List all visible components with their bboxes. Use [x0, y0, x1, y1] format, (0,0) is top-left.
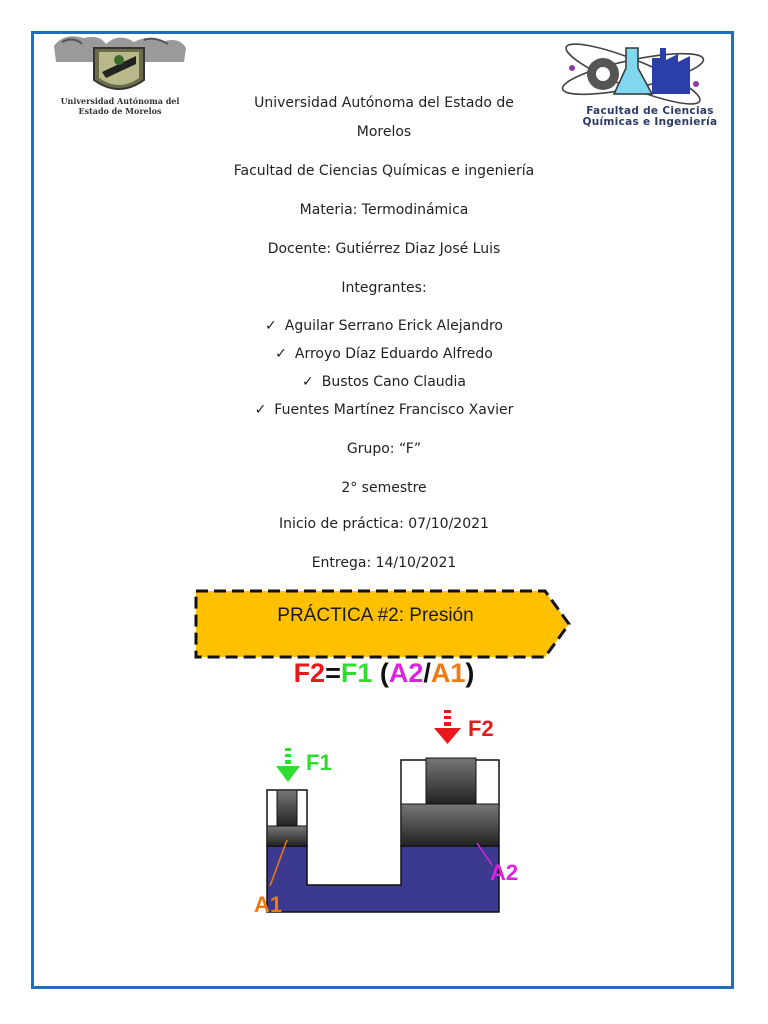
f2-arrow-icon	[434, 710, 461, 744]
check-mark-icon: ✓	[275, 346, 287, 362]
member-item: ✓Bustos Cano Claudia	[301, 374, 467, 390]
label-f1: F1	[306, 750, 332, 775]
fcqei-logo	[561, 43, 705, 105]
practice-title: PRÁCTICA #2: Presión	[277, 605, 474, 626]
small-piston	[266, 825, 308, 847]
hydraulic-press-diagram: F1 F2 A1 A2	[254, 710, 518, 917]
member-item: ✓Fuentes Martínez Francisco Xavier	[254, 402, 514, 418]
check-mark-icon: ✓	[301, 374, 314, 390]
semester: 2° semestre	[341, 480, 427, 496]
faculty-name: Facultad de Ciencias Químicas e ingenier…	[233, 163, 535, 179]
page-border	[31, 31, 734, 989]
fcqei-logo-caption: Facultad de Ciencias Químicas e Ingenier…	[582, 105, 718, 128]
subject: Materia: Termodinámica	[299, 202, 469, 218]
delivery-date: Entrega: 14/10/2021	[311, 555, 457, 571]
label-a2: A2	[490, 860, 518, 885]
uaem-shield-logo	[54, 36, 186, 90]
uaem-logo-caption: Universidad Autónoma del Estado de Morel…	[60, 96, 180, 116]
practice-title-banner	[194, 589, 571, 659]
group: Grupo: “F”	[346, 441, 422, 457]
university-name-line2: Morelos	[356, 124, 412, 140]
start-date: Inicio de práctica: 07/10/2021	[279, 516, 489, 532]
label-a1: A1	[254, 892, 282, 917]
university-name-line1: Universidad Autónoma del Estado de	[254, 95, 514, 111]
check-mark-icon: ✓	[265, 318, 277, 334]
check-mark-icon: ✓	[254, 402, 267, 418]
member-item: ✓Aguilar Serrano Erick Alejandro	[265, 318, 503, 334]
pascal-formula: F2=F1 (A2/A1)	[293, 658, 475, 688]
f1-arrow-icon	[276, 748, 300, 782]
label-f2: F2	[468, 716, 494, 741]
teacher: Docente: Gutiérrez Diaz José Luis	[267, 241, 501, 257]
member-item: ✓Arroyo Díaz Eduardo Alfredo	[275, 346, 493, 362]
large-piston	[400, 803, 500, 847]
hydraulic-fluid	[266, 845, 500, 913]
members-heading: Integrantes:	[341, 280, 427, 296]
